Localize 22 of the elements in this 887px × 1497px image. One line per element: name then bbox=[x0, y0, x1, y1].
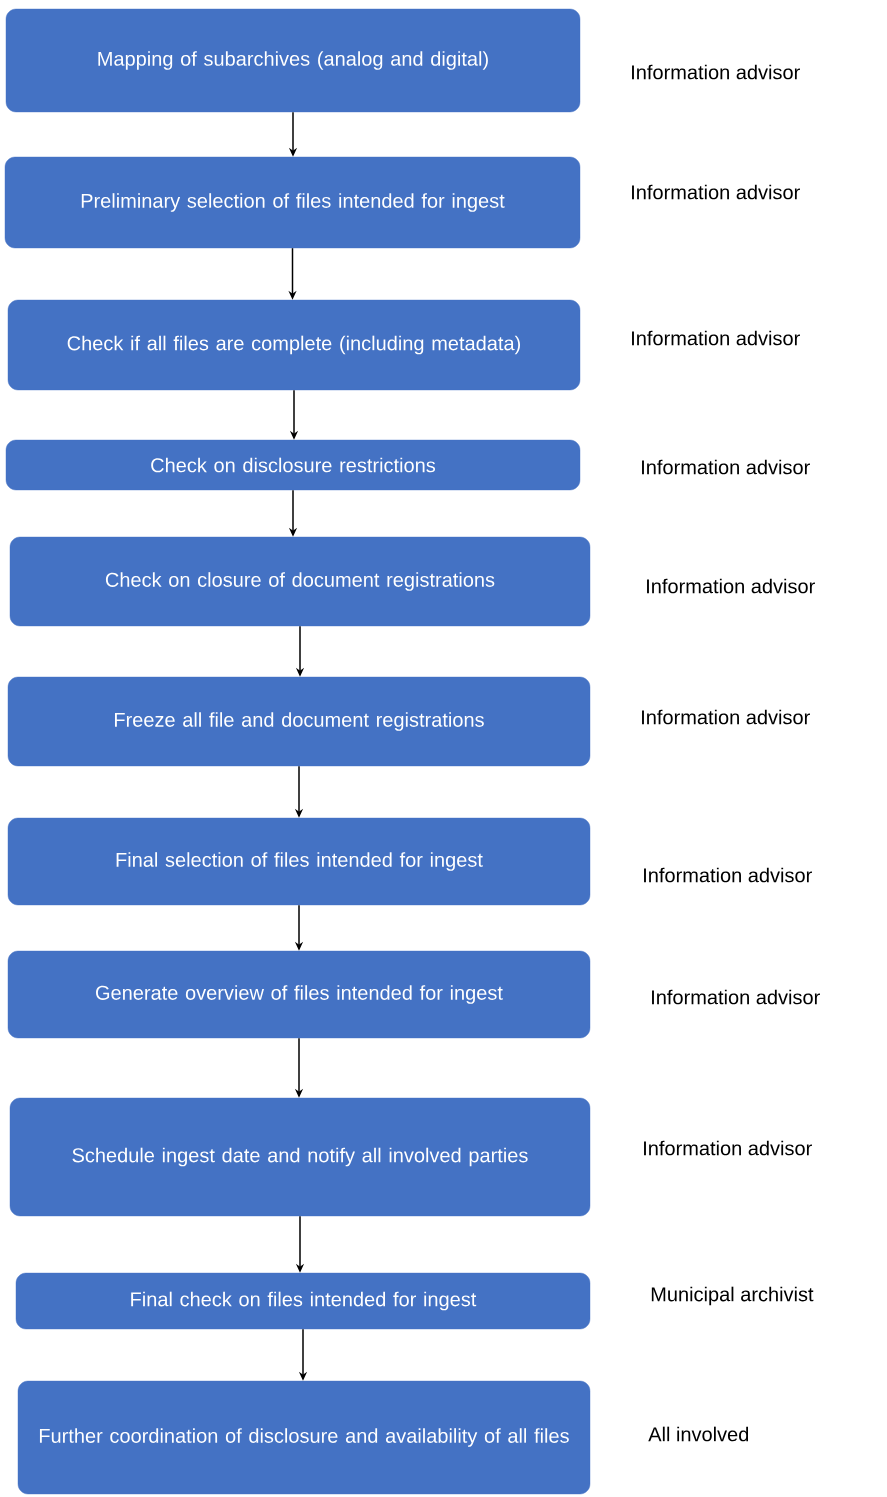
process-box: Preliminary selection of files intended for ingest bbox=[4, 156, 581, 249]
process-box: Check on disclosure restrictions bbox=[5, 439, 581, 491]
process-box: Further coordination of disclosure and availability of all files bbox=[17, 1380, 591, 1495]
process-box: Schedule ingest date and notify all involved parties bbox=[9, 1097, 591, 1217]
role-label: Information advisor bbox=[642, 459, 810, 475]
role-label: Information advisor bbox=[647, 578, 815, 594]
process-box: Check on closure of document registrations bbox=[9, 536, 591, 627]
role-label: Information advisor bbox=[632, 64, 800, 80]
role-label: Municipal archivist bbox=[651, 1286, 814, 1306]
process-box: Mapping of subarchives (analog and digital) bbox=[5, 8, 581, 113]
role-label: Information advisor bbox=[632, 184, 800, 200]
process-box: Final selection of files intended for ingest bbox=[7, 817, 591, 906]
role-label: Information advisor bbox=[642, 709, 810, 725]
role-label: Information advisor bbox=[652, 989, 820, 1005]
process-box: Generate overview of files intended for ingest bbox=[7, 950, 591, 1039]
role-label: Information advisor bbox=[644, 867, 812, 883]
role-label: Information advisor bbox=[632, 330, 800, 346]
process-box: Freeze all file and document registrations bbox=[7, 676, 591, 767]
role-label: Information advisor bbox=[644, 1140, 812, 1156]
process-box: Check if all files are complete (including metadata) bbox=[7, 299, 581, 391]
role-label: All involved bbox=[648, 1426, 749, 1442]
process-box: Final check on files intended for ingest bbox=[15, 1272, 591, 1330]
